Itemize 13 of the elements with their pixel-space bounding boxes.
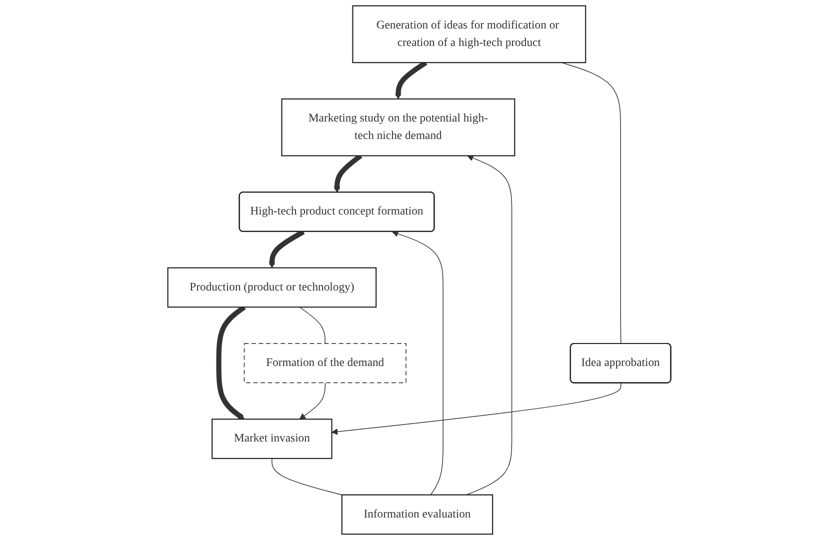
node-box: Information evaluation <box>341 494 493 535</box>
arrow <box>466 154 512 496</box>
node-box: Production (product or technology) <box>166 267 376 308</box>
node-box: Formation of the demand <box>244 343 406 384</box>
arrow <box>331 382 621 435</box>
connector <box>298 306 326 344</box>
arrow <box>392 230 444 496</box>
node-box: Generation of ideas for modification or creation of a high-tech product <box>352 5 586 64</box>
node-box: Market invasion <box>211 418 332 460</box>
connector <box>271 458 342 496</box>
arrow <box>298 382 326 420</box>
arrow <box>268 230 304 268</box>
node-box: Marketing study on the potential high-tech niche demand <box>280 98 515 156</box>
